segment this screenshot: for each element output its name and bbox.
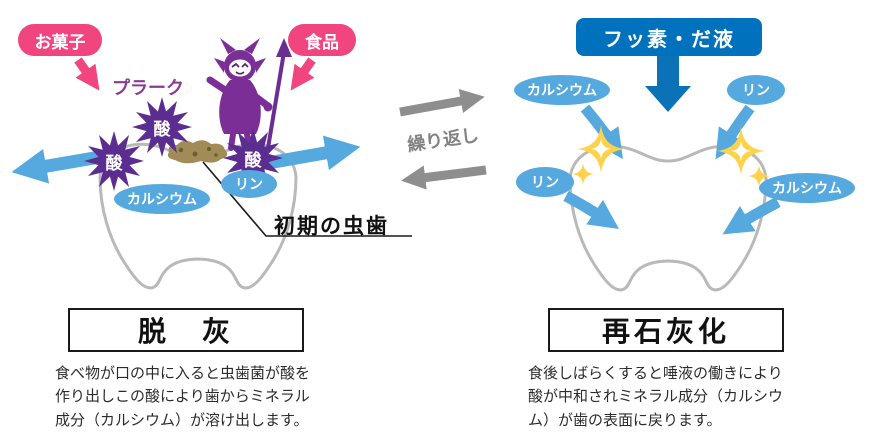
phosphorus-badge: リン	[221, 170, 277, 198]
acid-label: 酸	[244, 150, 262, 170]
acid-label: 酸	[105, 153, 123, 173]
remineralization-description: 食後しばらくすると唾液の働きにより酸が中和されミネラル成分（カルシウム）が歯の表…	[528, 365, 784, 429]
phosphorus-in-topright-arrow	[715, 104, 755, 160]
phosphorus-in-left-arrow	[563, 191, 620, 229]
phosphorus-badge: リン	[727, 75, 785, 105]
fluoride-down-arrow	[645, 56, 691, 112]
calcium-badge: カルシウム	[759, 173, 855, 203]
calcium-badge: カルシウム	[514, 75, 610, 105]
repeat-right-arrow	[399, 89, 485, 117]
plaque-icon	[167, 140, 228, 164]
fluoride-saliva-badge: フッ素・だ液	[576, 18, 762, 56]
early-cavity-label: 初期の虫歯	[274, 215, 389, 238]
sweets-badge: お菓子	[18, 24, 102, 56]
phosphorus-badge: リン	[516, 167, 574, 197]
food-arrow	[290, 57, 316, 91]
food-badge: 食品	[288, 24, 356, 56]
sweets-arrow	[74, 57, 100, 91]
demineralization-title: 脱 灰	[68, 308, 304, 352]
acid-label: 酸	[153, 119, 171, 139]
remineralization-title: 再石灰化	[548, 308, 784, 352]
demineralization-description: 食べ物が口の中に入ると虫歯菌が酸を作り出しこの酸により歯からミネラル成分（カルシ…	[55, 365, 311, 429]
repeat-left-arrow	[401, 165, 487, 190]
calcium-in-topleft-arrow	[580, 104, 623, 160]
mineral-out-right-arrow	[266, 135, 361, 171]
calcium-badge: カルシウム	[114, 184, 210, 214]
mineral-out-left-arrow	[11, 148, 102, 184]
plaque-label: プラーク	[112, 78, 184, 98]
calcium-in-right-arrow	[722, 197, 781, 235]
cavity-germ-icon	[206, 38, 292, 151]
